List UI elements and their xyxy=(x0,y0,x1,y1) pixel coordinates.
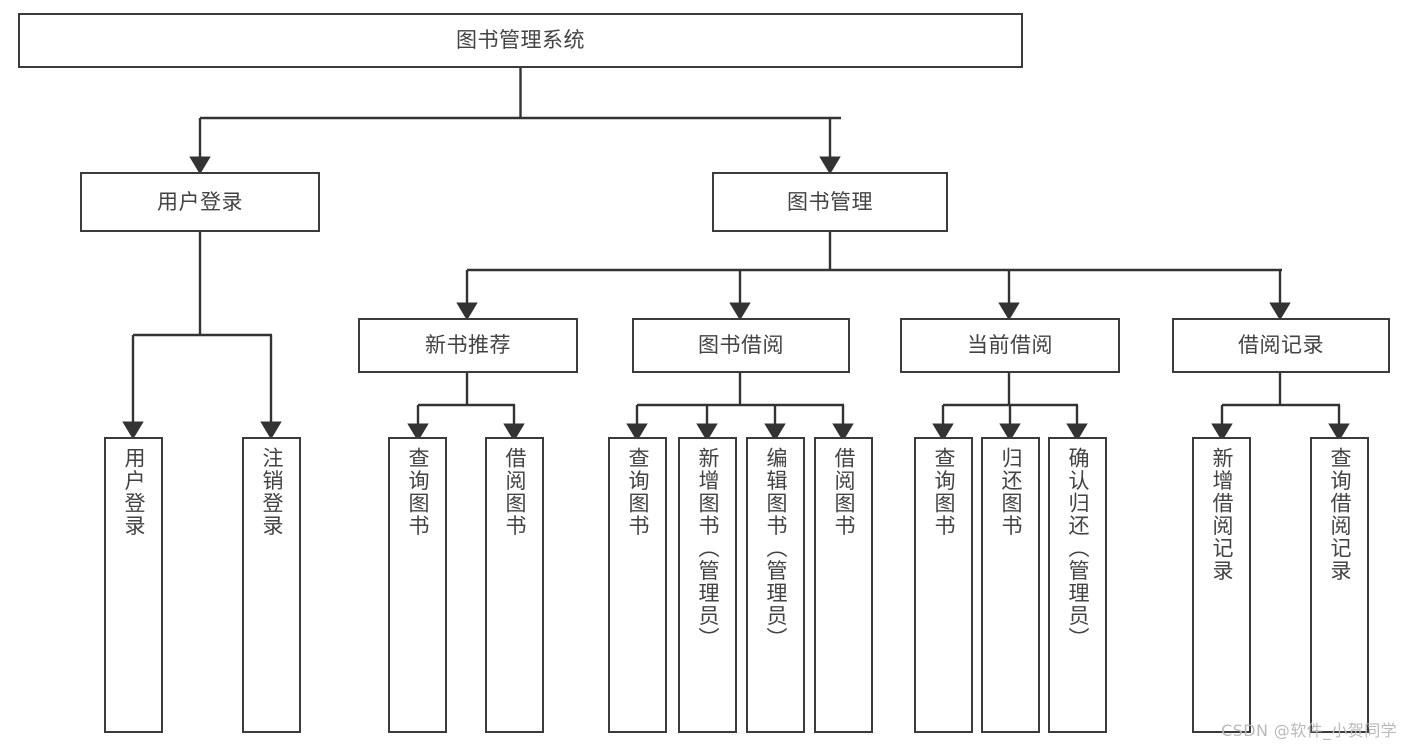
node-user-login[interactable]: 用户登录 xyxy=(80,172,320,232)
edge-root-to-level2 xyxy=(189,68,841,175)
node-record-query[interactable]: 查询借阅记录 xyxy=(1310,437,1369,733)
node-borrow-add-book-label: 新增图书（管理员） xyxy=(696,447,720,650)
node-borrow-query-book[interactable]: 查询图书 xyxy=(608,437,667,733)
node-recommend-query-book[interactable]: 查询图书 xyxy=(388,437,447,733)
node-record-add-label: 新增借阅记录 xyxy=(1210,447,1234,582)
node-root-label: 图书管理系统 xyxy=(456,28,585,53)
node-record-query-label: 查询借阅记录 xyxy=(1328,447,1352,582)
node-borrow-borrow-book-label: 借阅图书 xyxy=(832,447,856,537)
node-borrow-edit-book-label: 编辑图书（管理员） xyxy=(764,447,788,650)
node-borrow-add-book[interactable]: 新增图书（管理员） xyxy=(678,437,737,733)
node-new-book-recommend[interactable]: 新书推荐 xyxy=(358,318,578,373)
node-record-add[interactable]: 新增借阅记录 xyxy=(1192,437,1251,733)
node-current-query-book[interactable]: 查询图书 xyxy=(914,437,973,733)
node-current-query-book-label: 查询图书 xyxy=(932,447,956,537)
node-current-return-book[interactable]: 归还图书 xyxy=(981,437,1040,733)
node-borrow-record-label: 借阅记录 xyxy=(1238,333,1324,358)
node-recommend-borrow-book[interactable]: 借阅图书 xyxy=(485,437,544,733)
node-current-borrow[interactable]: 当前借阅 xyxy=(900,318,1120,373)
node-user-login-do[interactable]: 用户登录 xyxy=(104,437,163,733)
node-user-login-do-label: 用户登录 xyxy=(122,447,146,537)
node-borrow-borrow-book[interactable]: 借阅图书 xyxy=(814,437,873,733)
edge-borrow-record-to-leaves xyxy=(1211,373,1350,442)
node-recommend-borrow-book-label: 借阅图书 xyxy=(503,447,527,537)
node-book-management-label: 图书管理 xyxy=(787,189,873,214)
node-user-login-label: 用户登录 xyxy=(157,189,243,214)
node-current-borrow-label: 当前借阅 xyxy=(967,333,1053,358)
node-recommend-query-book-label: 查询图书 xyxy=(406,447,430,537)
node-book-borrow[interactable]: 图书借阅 xyxy=(632,318,850,373)
node-book-borrow-label: 图书借阅 xyxy=(698,333,784,358)
node-user-logout-label: 注销登录 xyxy=(260,447,284,537)
node-current-confirm-return[interactable]: 确认归还（管理员） xyxy=(1048,437,1107,733)
node-current-confirm-return-label: 确认归还（管理员） xyxy=(1066,447,1090,650)
node-current-return-book-label: 归还图书 xyxy=(999,447,1023,537)
edge-current-borrow-to-leaves xyxy=(932,373,1088,442)
node-borrow-edit-book[interactable]: 编辑图书（管理员） xyxy=(746,437,805,733)
node-new-book-recommend-label: 新书推荐 xyxy=(425,333,511,358)
edge-book-management-to-level3 xyxy=(456,232,1291,321)
edge-new-book-recommend-to-leaves xyxy=(407,373,525,442)
edge-user-login-to-leaves xyxy=(122,232,282,440)
node-root[interactable]: 图书管理系统 xyxy=(18,13,1023,68)
node-borrow-record[interactable]: 借阅记录 xyxy=(1172,318,1390,373)
node-user-logout[interactable]: 注销登录 xyxy=(242,437,301,733)
node-book-management[interactable]: 图书管理 xyxy=(712,172,948,232)
node-borrow-query-book-label: 查询图书 xyxy=(626,447,650,537)
edge-book-borrow-to-leaves xyxy=(626,373,854,442)
